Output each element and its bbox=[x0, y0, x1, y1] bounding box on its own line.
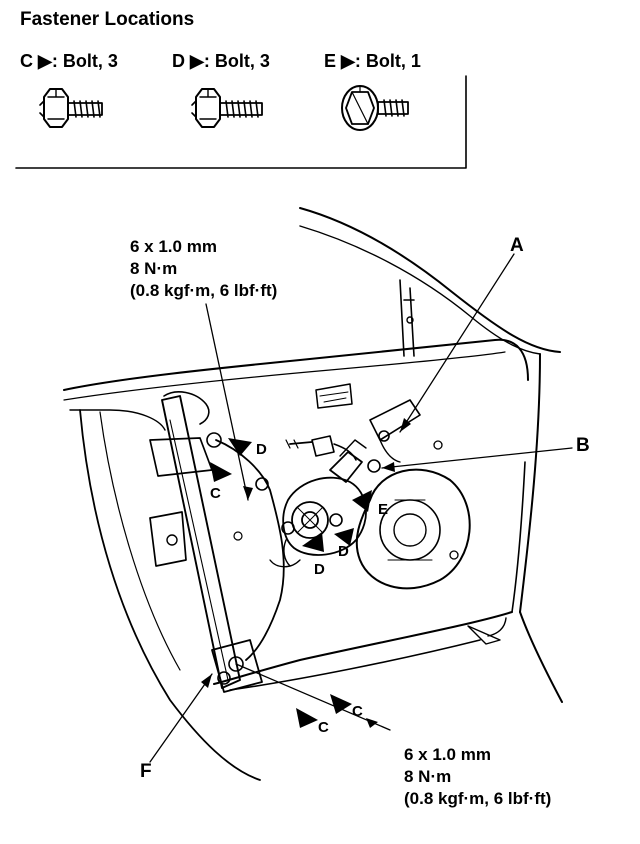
marker-e: E bbox=[378, 501, 389, 518]
pointer-triangle-c-top bbox=[210, 462, 232, 482]
callout-f: F bbox=[140, 761, 152, 782]
pointer-triangle-c-bottom bbox=[296, 708, 318, 728]
marker-c-top: C bbox=[210, 485, 221, 502]
marker-d-mid: D bbox=[314, 561, 325, 578]
marker-d-top: D bbox=[256, 441, 267, 458]
regulator-cable bbox=[215, 439, 285, 661]
inner-panel-lower bbox=[229, 639, 481, 691]
callout-b: B bbox=[576, 435, 590, 456]
fastener-letter-c: C bbox=[20, 51, 33, 71]
fastener-desc-e: : Bolt, 1 bbox=[354, 51, 421, 71]
inner-panel-left bbox=[79, 409, 261, 781]
bolt-icon-e bbox=[341, 85, 409, 131]
fastener-letter-e: E bbox=[324, 51, 337, 71]
pointer-triangle-d-top bbox=[228, 438, 252, 456]
pointer-triangle-d-right bbox=[334, 528, 354, 546]
speaker-opening bbox=[355, 468, 471, 590]
callout-a: A bbox=[510, 235, 524, 256]
door-window-frame bbox=[519, 353, 541, 613]
arrowhead-f bbox=[201, 674, 212, 688]
leader-spec-bottom bbox=[235, 663, 391, 731]
door-outer-edge bbox=[299, 207, 561, 353]
spec-top-torque: 8 N·m bbox=[130, 259, 178, 278]
bolt-icon-d bbox=[191, 88, 263, 128]
pointer-triangle-e bbox=[352, 490, 372, 512]
fastener-legend-c: C ▶: Bolt, 3 bbox=[20, 52, 118, 70]
spec-top-alt: (0.8 kgf·m, 6 lbf·ft) bbox=[130, 281, 278, 300]
leader-b bbox=[381, 447, 573, 469]
fastener-pointer-icon: ▶ bbox=[38, 51, 52, 71]
inner-panel-top bbox=[63, 338, 529, 391]
leader-f bbox=[149, 673, 213, 763]
arrowhead-a bbox=[400, 418, 411, 432]
marker-d-right: D bbox=[338, 543, 349, 560]
arrowhead-spec-top bbox=[243, 486, 253, 500]
fastener-desc-d: : Bolt, 3 bbox=[203, 51, 270, 71]
fastener-pointer-icon: ▶ bbox=[341, 51, 355, 71]
fastener-pointer-icon: ▶ bbox=[190, 51, 204, 71]
fastener-letter-d: D bbox=[172, 51, 185, 71]
spec-bottom-torque: 8 N·m bbox=[404, 767, 452, 786]
legend-frame bbox=[15, 75, 467, 169]
pointer-triangle-c-lower bbox=[330, 694, 352, 714]
leader-spec-top bbox=[205, 303, 249, 501]
switch-bracket bbox=[315, 383, 353, 409]
spec-bottom-alt: (0.8 kgf·m, 6 lbf·ft) bbox=[404, 789, 552, 808]
pointer-triangle-d-mid bbox=[302, 532, 324, 552]
fastener-locations-title: Fastener Locations bbox=[20, 9, 195, 30]
arrowhead-spec-bottom bbox=[366, 718, 378, 728]
motor-connector bbox=[311, 435, 335, 457]
regulator-bottom-bracket bbox=[211, 639, 263, 693]
leader-a bbox=[399, 253, 515, 433]
regulator-side-bracket bbox=[149, 511, 187, 567]
spec-top-size: 6 x 1.0 mm bbox=[130, 237, 217, 256]
marker-c-bottom: C bbox=[318, 719, 329, 736]
fastener-legend-d: D ▶: Bolt, 3 bbox=[172, 52, 270, 70]
window-motor bbox=[282, 439, 367, 567]
door-bottom-seal bbox=[519, 611, 563, 703]
fastener-legend-e: E ▶: Bolt, 1 bbox=[324, 52, 421, 70]
regulator-rail bbox=[161, 395, 241, 689]
fastener-desc-c: : Bolt, 3 bbox=[51, 51, 118, 71]
spec-bottom-size: 6 x 1.0 mm bbox=[404, 745, 491, 764]
marker-c-lower: C bbox=[352, 703, 363, 720]
arrowhead-b bbox=[382, 462, 395, 472]
bolt-icon-c bbox=[39, 88, 103, 128]
